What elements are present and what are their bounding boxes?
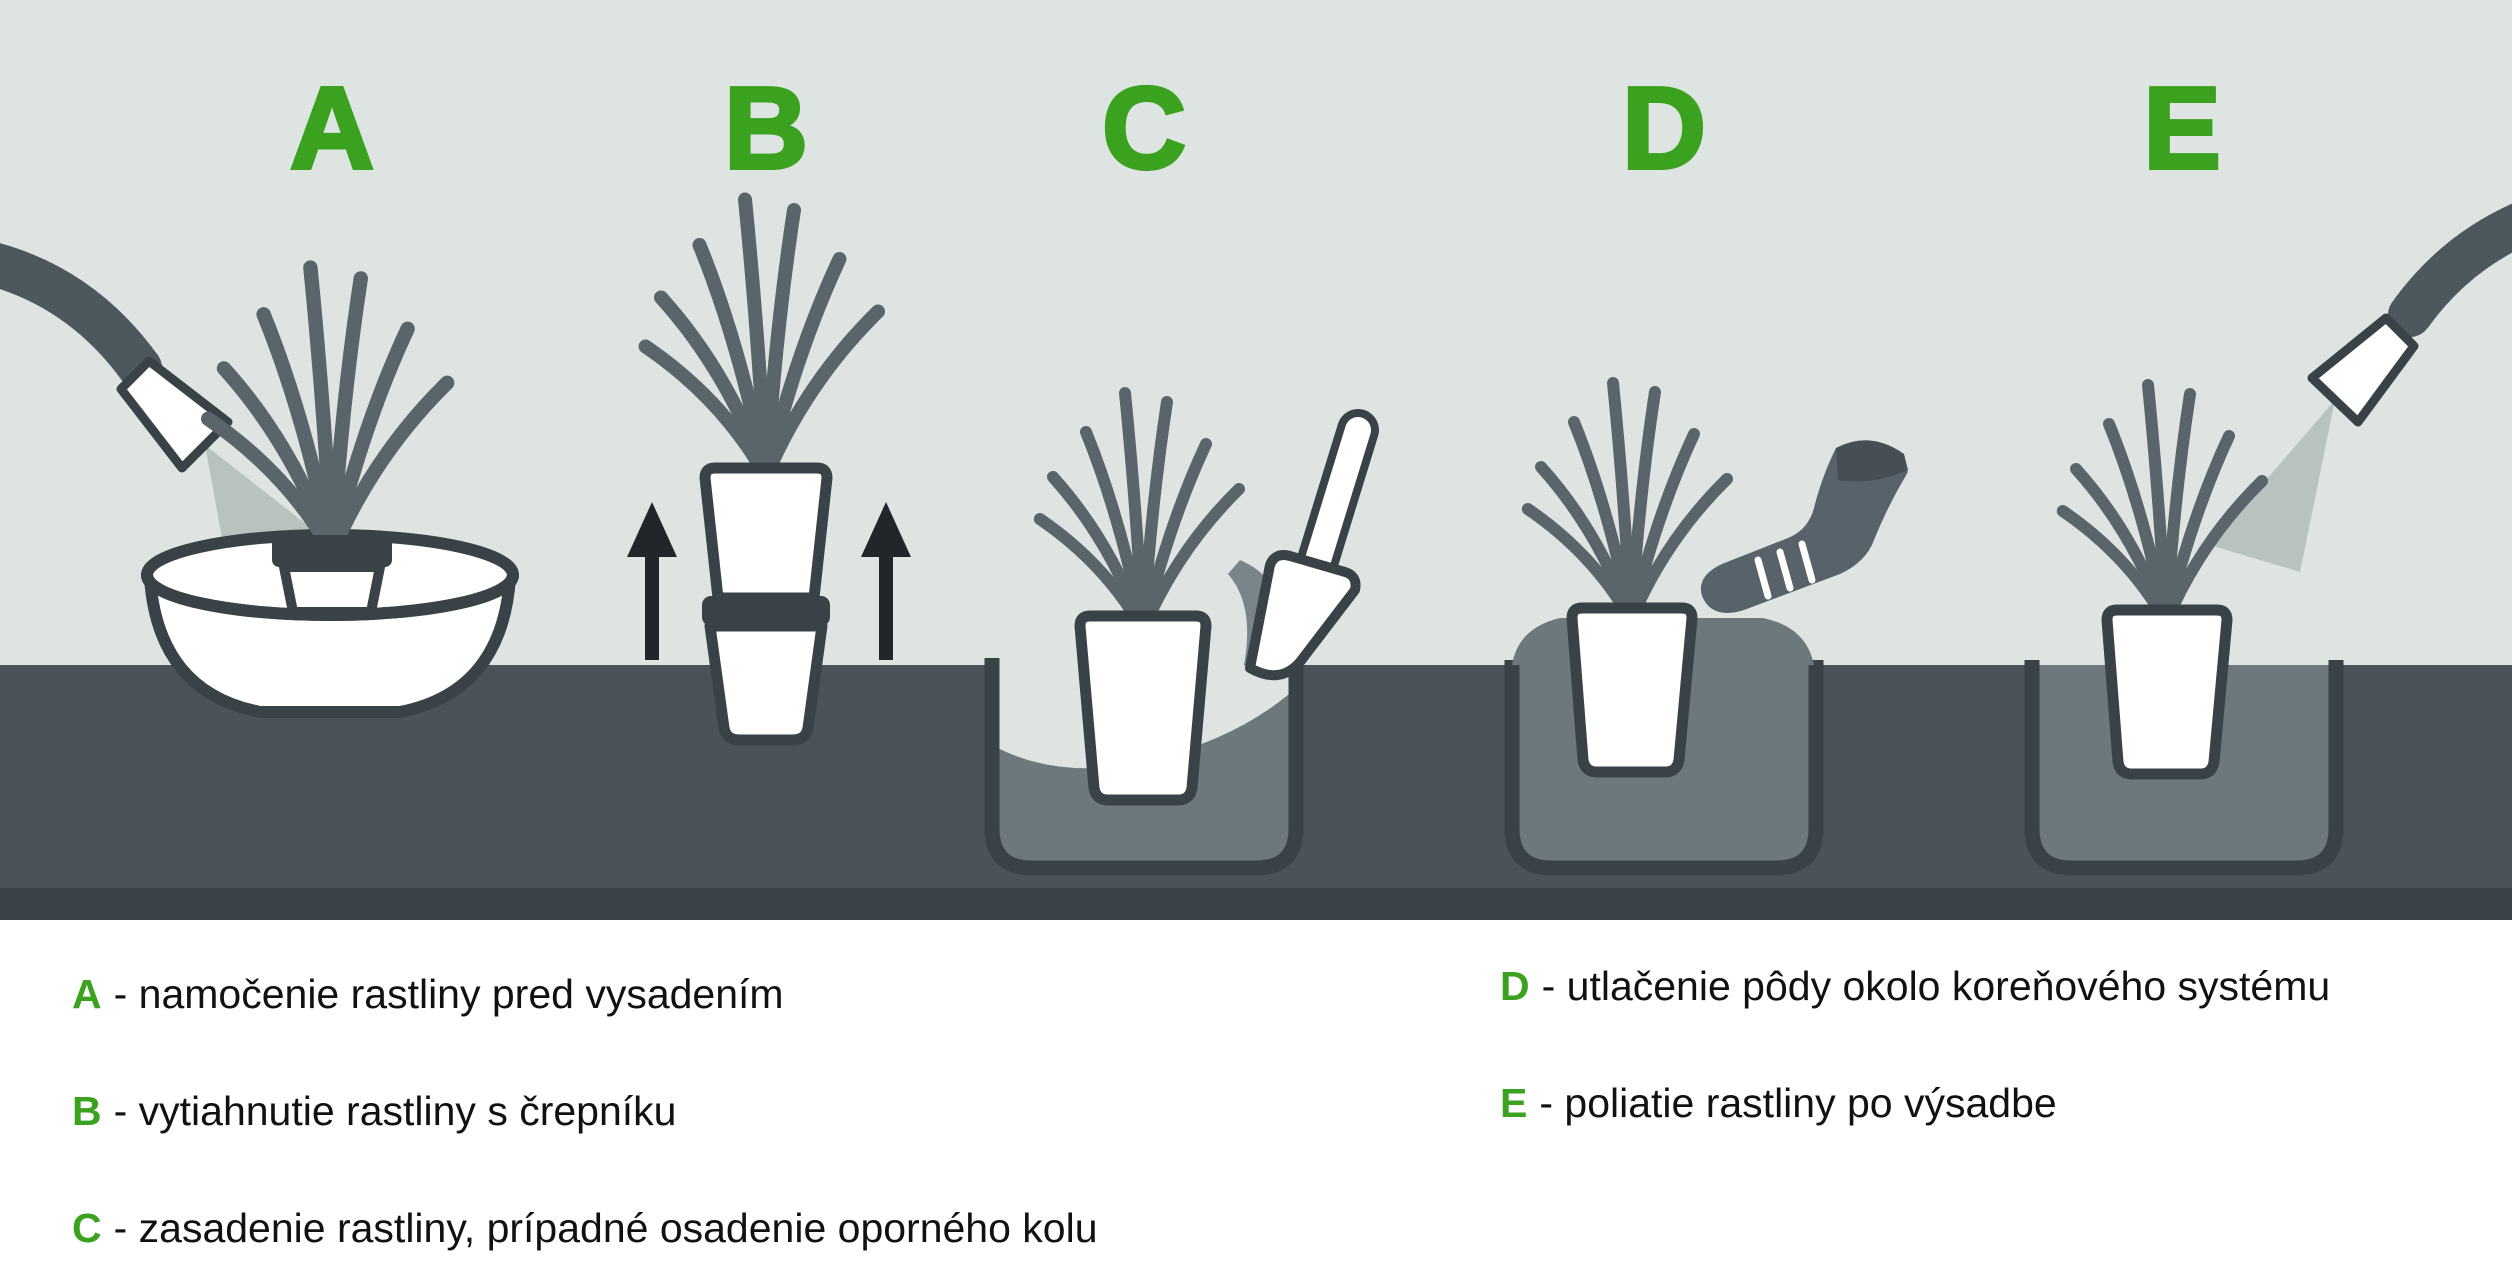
basin-front-rim bbox=[141, 574, 519, 621]
hole-outline bbox=[1504, 660, 1824, 876]
legend-text-b: - vytiahnutie rastliny s črepníku bbox=[113, 1088, 677, 1135]
legend-letter-d: D bbox=[1500, 963, 1530, 1009]
hose-icon bbox=[0, 243, 162, 390]
legend-item-b: B- vytiahnutie rastliny s črepníku bbox=[72, 1087, 1098, 1136]
root-ball bbox=[1074, 610, 1212, 806]
legend-letter-e: E bbox=[1500, 1080, 1528, 1127]
legend-text-c: - zasadenie rastliny, prípadné osadenie … bbox=[113, 1205, 1098, 1252]
legend-item-e: E- poliatie rastliny po výsadbe bbox=[1500, 1079, 2330, 1128]
legend-letter-a: A bbox=[72, 971, 102, 1017]
legend-letter-b: B bbox=[72, 1088, 102, 1135]
legend-text-a: - namočenie rastliny pred vysadením bbox=[113, 971, 784, 1017]
boot-icon bbox=[1700, 441, 1908, 613]
hose-nozzle-icon bbox=[116, 356, 233, 473]
hole-outline bbox=[984, 658, 1304, 876]
up-arrow-right-head bbox=[861, 502, 911, 557]
legend-left-column: A- namočenie rastliny pred vysadením B- … bbox=[72, 970, 1098, 1278]
step-e-watering-illustration bbox=[2024, 203, 2512, 876]
step-label-d: D bbox=[1622, 63, 1706, 193]
legend-item-c: C- zasadenie rastliny, prípadné osadenie… bbox=[72, 1204, 1098, 1253]
planting-steps-illustration: A B C D E bbox=[0, 0, 2512, 920]
hose-nozzle-icon bbox=[2307, 313, 2419, 427]
plant-pot-rim bbox=[272, 535, 392, 567]
step-c-planting-illustration bbox=[984, 393, 1379, 876]
up-arrow-left-head bbox=[627, 502, 677, 557]
trowel-blade-icon bbox=[1245, 550, 1361, 681]
step-a-soaking-illustration bbox=[0, 243, 519, 718]
step-label-a: A bbox=[290, 63, 374, 193]
legend-right-column: D- utlačenie pôdy okolo koreňového systé… bbox=[1500, 962, 2330, 1196]
legend-item-a: A- namočenie rastliny pred vysadením bbox=[72, 970, 1098, 1019]
root-ball bbox=[699, 462, 833, 604]
trowel-handle bbox=[1305, 417, 1371, 573]
legend-text-e: - poliatie rastliny po výsadbe bbox=[1539, 1080, 2057, 1127]
planting-steps-figure: A B C D E bbox=[0, 0, 2512, 920]
step-label-e: E bbox=[2143, 63, 2220, 193]
root-ball bbox=[1566, 602, 1698, 778]
hose-icon bbox=[2388, 203, 2512, 337]
legend-letter-c: C bbox=[72, 1205, 102, 1252]
root-ball bbox=[2101, 604, 2233, 780]
step-d-press-soil-illustration bbox=[1504, 383, 1908, 876]
empty-pot-body bbox=[704, 620, 828, 746]
legend-text-d: - utlačenie pôdy okolo koreňového systém… bbox=[1541, 963, 2331, 1009]
step-b-remove-from-pot-illustration bbox=[627, 200, 911, 746]
step-label-c: C bbox=[1102, 63, 1186, 193]
ground-bottom-band bbox=[0, 888, 2512, 920]
legend-item-d: D- utlačenie pôdy okolo koreňového systé… bbox=[1500, 962, 2330, 1011]
plant-pot-body bbox=[279, 562, 385, 617]
water-spray-icon bbox=[2210, 400, 2335, 572]
step-label-b: B bbox=[724, 63, 808, 193]
boot-stitches bbox=[1754, 540, 1816, 600]
boot-top-flap bbox=[1836, 440, 1908, 482]
hole-outline bbox=[2024, 660, 2344, 876]
